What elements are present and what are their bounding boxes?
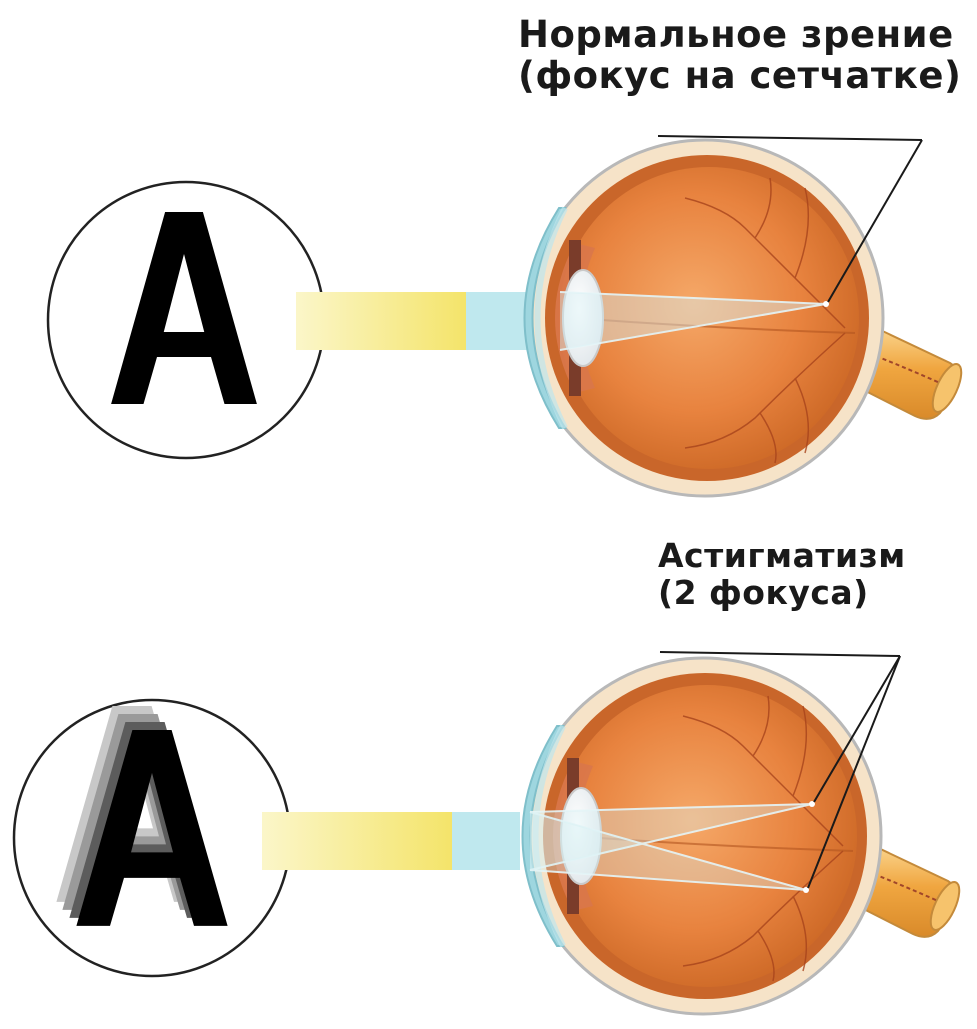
astigmatism-panel (12, 651, 965, 1014)
caption-line: Астигматизм (658, 536, 906, 575)
caption-line: (2 фокуса) (658, 572, 869, 612)
astigmatism-caption: Астигматизм (2 фокуса) (658, 536, 906, 612)
focus-pointer-line-icon (659, 651, 901, 889)
focus-rays (529, 803, 813, 891)
focus-point-2 (803, 887, 809, 893)
light-beam-cool-icon (466, 292, 540, 350)
light-beam-icon (262, 812, 452, 870)
caption-line: (фокус на сетчатке) (518, 54, 962, 98)
focus-rays (559, 291, 827, 351)
focus-pointer-line-icon (657, 135, 923, 303)
caption-line: Нормальное зрение (518, 13, 954, 56)
light-beam-cool-icon (452, 812, 520, 870)
focus-point-1 (809, 801, 815, 807)
normal-vision-panel (46, 135, 967, 496)
focus-point (823, 301, 829, 307)
light-beam-icon (296, 292, 466, 350)
normal-vision-caption: Нормальное зрение (фокус на сетчатке) (518, 14, 961, 97)
